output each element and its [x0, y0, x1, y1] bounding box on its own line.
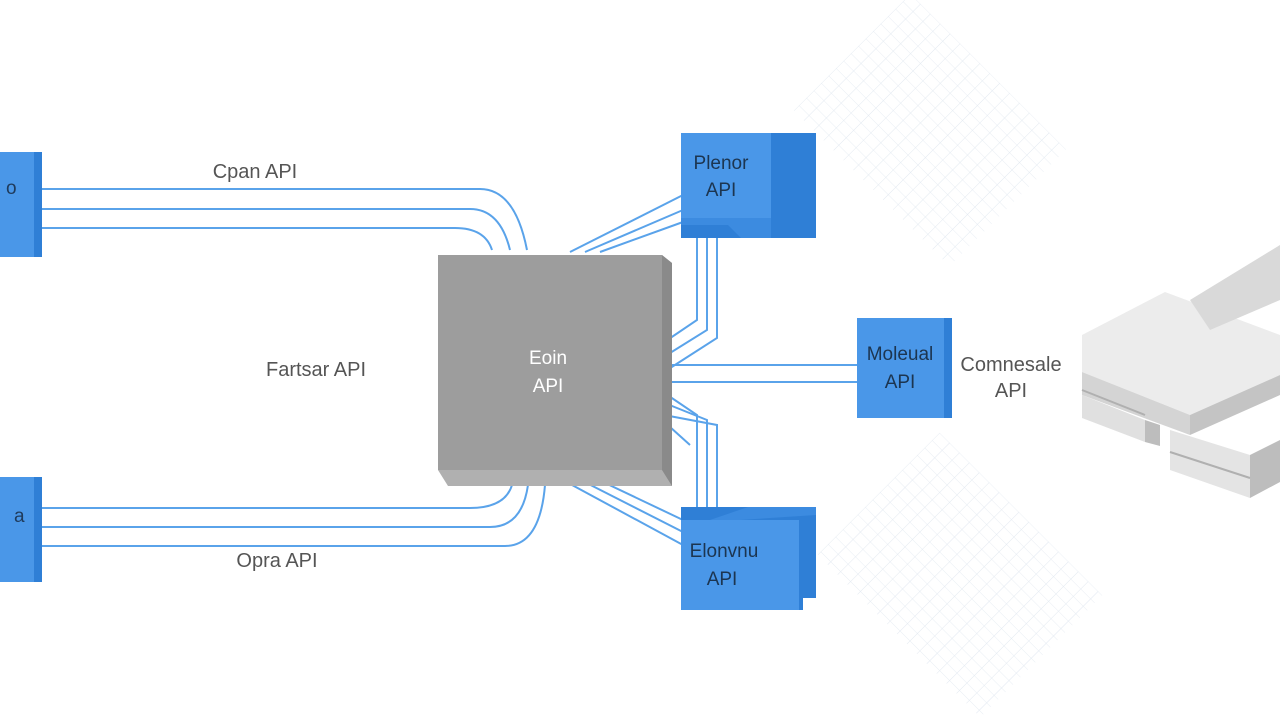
edge-line: [40, 484, 546, 547]
edge-label-right-middle-line2: API: [995, 380, 1027, 402]
left-bottom-node[interactable]: a: [0, 477, 42, 582]
edge-line: [40, 484, 529, 528]
center-api-node[interactable]: Eoin API: [438, 255, 672, 486]
edge-line: [40, 188, 528, 251]
center-node-label-line1: Eoin: [529, 348, 567, 369]
edge-line: [569, 194, 684, 253]
left-top-node-label: o: [6, 178, 17, 199]
middle-right-api-node[interactable]: Moleual API: [857, 318, 952, 418]
edge-label-bottom-left: Opra API: [236, 550, 317, 572]
edge-label-middle-left: Fartsar API: [266, 359, 366, 381]
edges-to-middle-right: [672, 364, 858, 383]
edge-label-right-middle-line1: Comnesale: [960, 354, 1061, 376]
edge-line: [40, 208, 511, 251]
left-bottom-node-label: a: [14, 506, 25, 527]
top-right-node-label-line1: Plenor: [694, 153, 750, 174]
middle-right-node-label-line2: API: [885, 372, 916, 393]
center-node-label-line2: API: [533, 376, 564, 397]
bottom-right-api-node[interactable]: Elonvnu API: [681, 507, 816, 610]
top-right-node-label-line2: API: [706, 180, 737, 201]
edges-left-top: [40, 188, 528, 251]
top-right-api-node[interactable]: Plenor API: [681, 133, 816, 238]
background-grid-bottom: [817, 432, 1103, 718]
edge-line: [661, 401, 708, 512]
server-device-illustration: [1081, 245, 1280, 498]
bottom-right-node-label-line1: Elonvnu: [690, 541, 759, 562]
background-grid-top: [793, 0, 1067, 267]
middle-right-node-label-line1: Moleual: [867, 344, 934, 365]
edge-line: [661, 228, 708, 359]
edge-line: [40, 227, 493, 251]
edge-line: [659, 225, 698, 346]
edge-line: [584, 209, 684, 253]
edge-line: [599, 221, 684, 253]
left-top-node[interactable]: o: [0, 152, 42, 257]
edge-label-top-left: Cpan API: [213, 161, 298, 183]
edge-line: [663, 414, 718, 512]
edge-line: [40, 484, 513, 509]
edge-line: [663, 225, 718, 373]
edges-to-top-right: [569, 194, 718, 373]
bottom-right-node-label-line2: API: [707, 569, 738, 590]
edges-left-bottom: [40, 484, 546, 547]
